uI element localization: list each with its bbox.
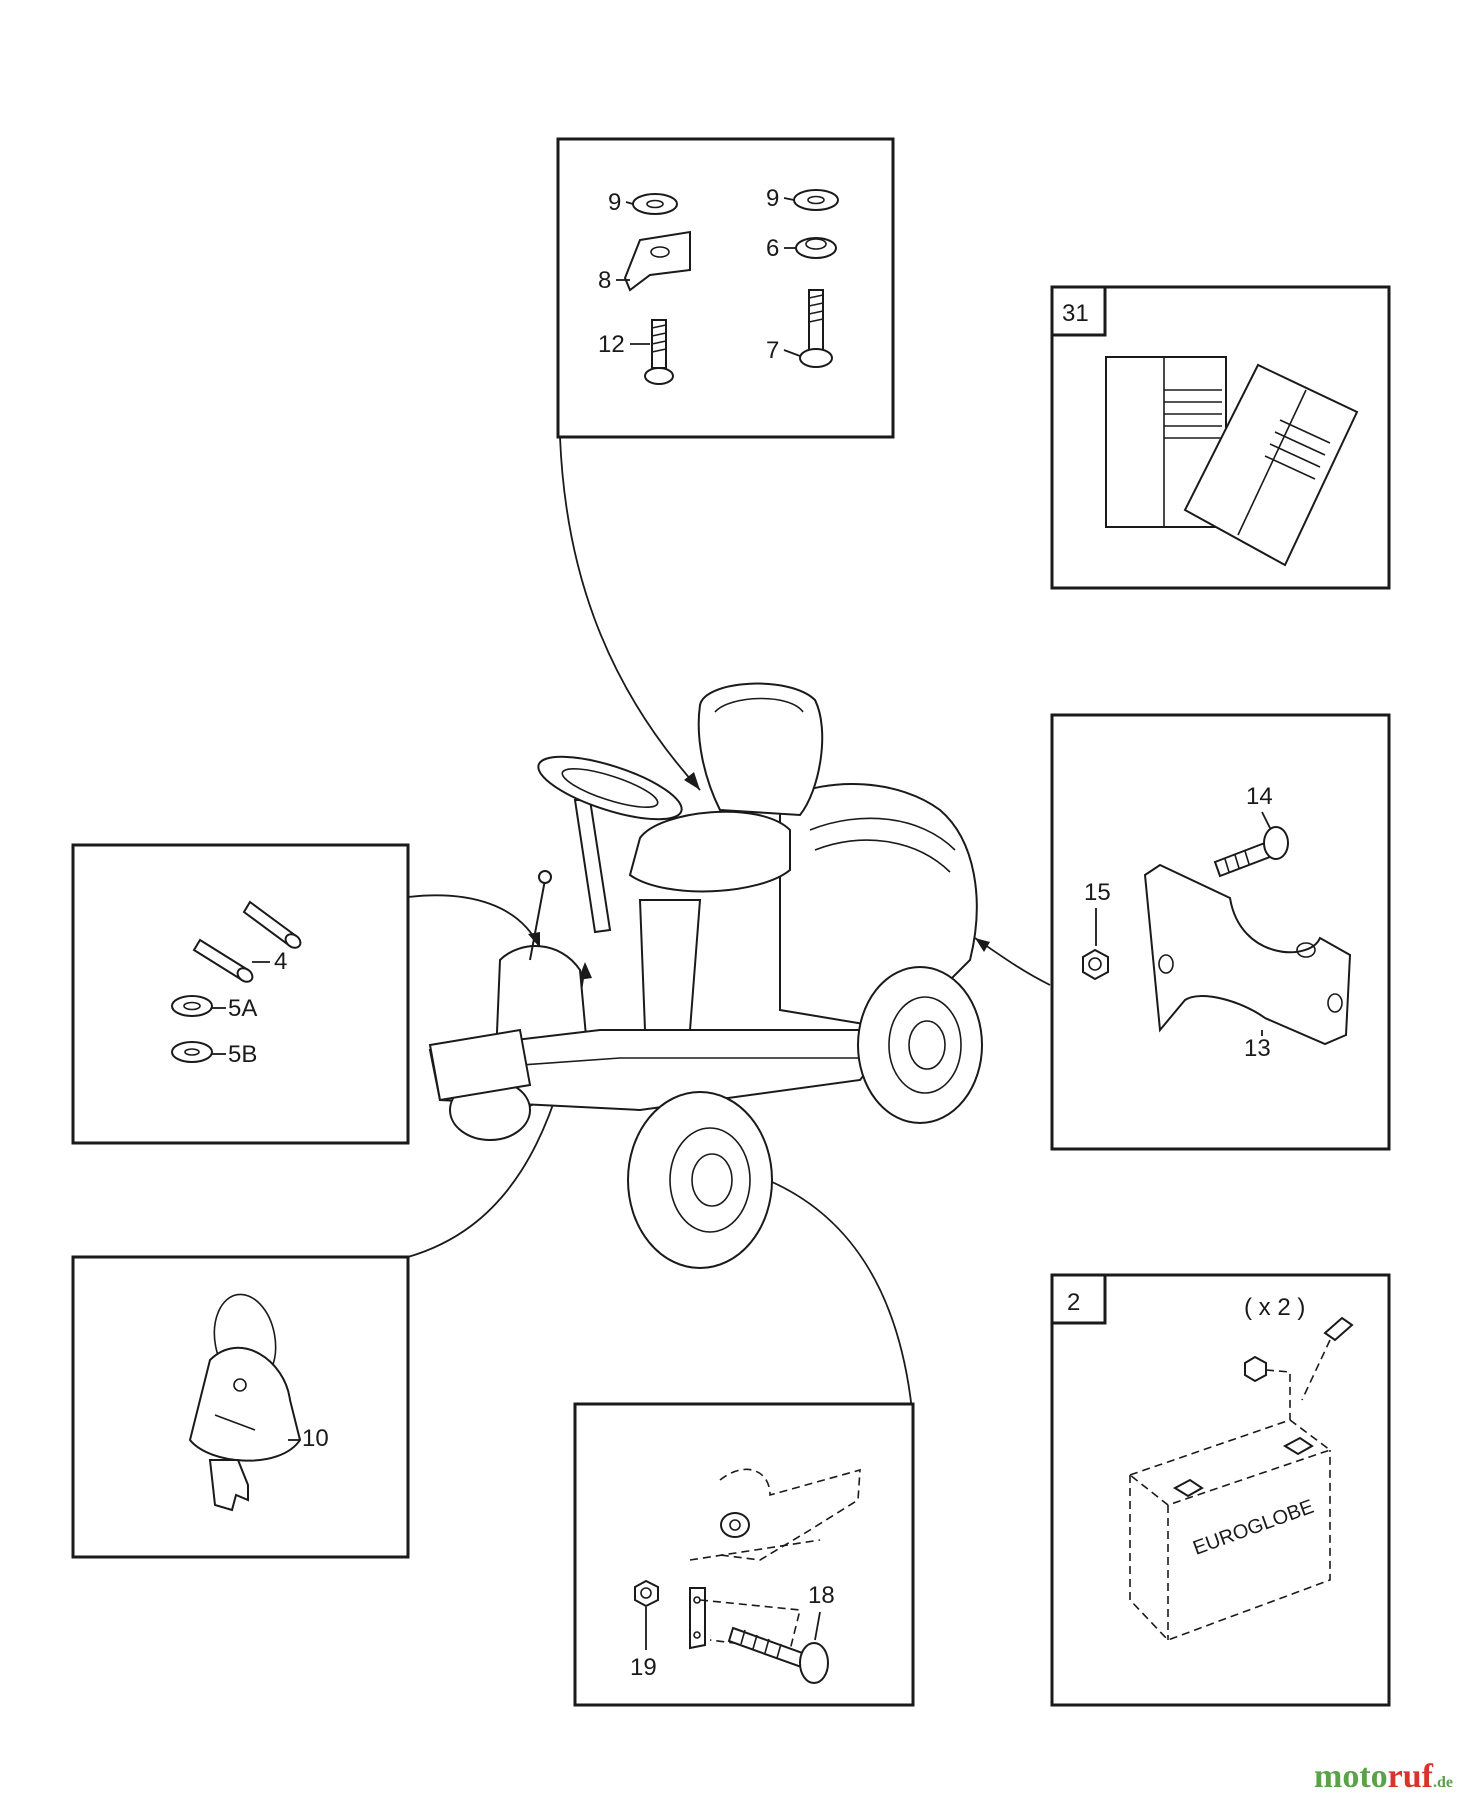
label-9: 9 [608, 189, 621, 216]
watermark-part-b: ruf [1387, 1758, 1433, 1795]
lawn-tractor-illustration [428, 682, 983, 1269]
badge-2: 2 [1067, 1289, 1080, 1316]
bolt-12 [644, 319, 674, 385]
nut-19 [634, 1579, 659, 1608]
pin-4-upper [242, 900, 302, 949]
panel-key: 10 [71, 1255, 410, 1559]
spacer-6 [795, 237, 837, 259]
battery-terminal-nut [1244, 1355, 1291, 1420]
washer-9-left [632, 193, 678, 215]
bolt-14 [1213, 826, 1289, 878]
badge-31: 31 [1062, 300, 1089, 327]
panel-pins: 4 5A 5B [71, 843, 410, 1145]
label-15: 15 [1084, 879, 1111, 906]
label-4: 4 [274, 948, 287, 975]
washer-5a [171, 995, 213, 1017]
pin-4-lower [192, 938, 254, 983]
label-19: 19 [630, 1654, 657, 1681]
label-13: 13 [1244, 1035, 1271, 1062]
label-12: 12 [598, 331, 625, 358]
label-10: 10 [302, 1425, 329, 1452]
label-5b: 5B [228, 1041, 257, 1068]
label-14: 14 [1246, 783, 1273, 810]
bolt-18 [727, 1626, 829, 1684]
axle-assembly [689, 1468, 861, 1651]
fastener-labels: 9 8 12 9 6 7 [598, 185, 801, 364]
panel-fasteners: 9 8 12 9 6 7 [556, 137, 895, 439]
label-9: 9 [766, 185, 779, 212]
watermark-part-a: moto [1314, 1758, 1388, 1795]
label-5a: 5A [228, 995, 257, 1022]
quantity-label: ( x 2 ) [1244, 1294, 1305, 1321]
watermark-part-c: .de [1433, 1774, 1453, 1791]
panel-battery: 2 ( x 2 ) EUROGLOBE [1050, 1273, 1391, 1707]
washer-5b [171, 1041, 213, 1063]
panel-manuals: 31 [1050, 285, 1391, 590]
battery-terminal-bolt [1301, 1316, 1354, 1401]
watermark-logo: motoruf.de [1314, 1758, 1453, 1796]
clip-8 [623, 230, 691, 292]
label-8: 8 [598, 267, 611, 294]
panel-axle: 19 18 [573, 1402, 915, 1707]
instruction-sheet [1183, 363, 1359, 567]
nut-15 [1082, 948, 1109, 981]
bracket-13 [1143, 863, 1352, 1046]
label-7: 7 [766, 337, 779, 364]
bolt-7 [799, 289, 833, 368]
label-18: 18 [808, 1582, 835, 1609]
label-6: 6 [766, 235, 779, 262]
panel-bracket: 14 15 13 [1050, 713, 1391, 1151]
washer-9-right [793, 189, 839, 211]
